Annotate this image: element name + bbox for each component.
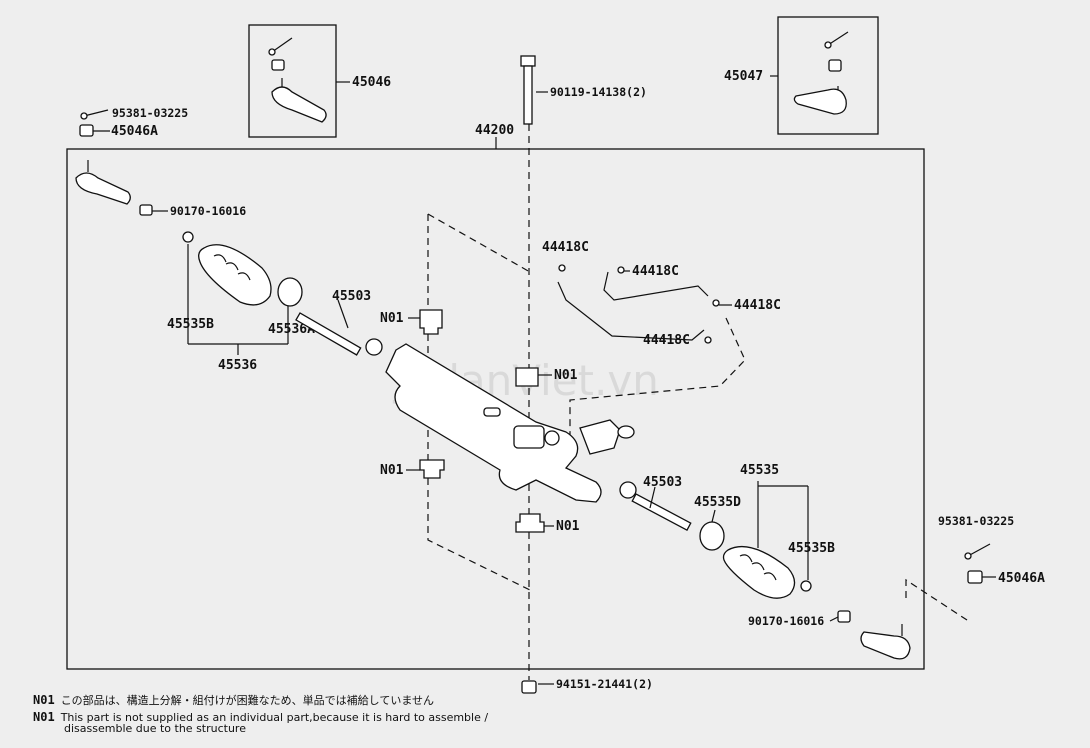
label-n01-b: N01 (554, 368, 578, 383)
label-n01-a: N01 (380, 311, 404, 326)
label-45535b-left: 45535B (167, 317, 214, 332)
tie-rod-end-right-icon (860, 624, 911, 660)
label-bolt-top: 90119-14138(2) (550, 85, 647, 99)
label-bolt-bottom: 94151-21441(2) (556, 677, 653, 691)
rack-housing-icon (385, 343, 635, 503)
cotter-pin-right-icon (964, 543, 991, 560)
note-jp: N01 この部品は、構造上分解・組付けが困難なため、単品では補給していません (33, 692, 434, 708)
mount-bushing-4-icon (515, 513, 545, 533)
label-45535: 45535 (740, 463, 779, 478)
label-45046: 45046 (352, 75, 391, 90)
tie-rod-end-45047-icon (793, 31, 849, 115)
label-44200: 44200 (475, 123, 514, 138)
tie-rod-end-45046-icon (268, 37, 327, 123)
label-90170-right: 90170-16016 (748, 614, 824, 628)
label-nut-left: 45046A (111, 124, 158, 139)
hydraulic-tubes-icon (557, 264, 720, 344)
label-45047: 45047 (724, 69, 763, 84)
label-90170-left: 90170-16016 (170, 204, 246, 218)
label-45535b-right: 45535B (788, 541, 835, 556)
boot-right-icon (699, 521, 812, 599)
cotter-pin-left-icon (80, 109, 109, 120)
tie-rod-end-left-icon (75, 160, 131, 205)
boot-left-icon (182, 231, 303, 307)
label-45503-left: 45503 (332, 289, 371, 304)
nut-90170-right-icon (837, 610, 851, 623)
label-nut-right: 45046A (998, 571, 1045, 586)
label-pin-right: 95381-03225 (938, 514, 1014, 528)
inner-tie-rod-left-icon (295, 312, 383, 356)
label-45535d: 45535D (694, 495, 741, 510)
mount-bushing-1-icon (419, 309, 443, 335)
inset-box-45047 (777, 16, 879, 135)
label-45536a: 45536A (268, 322, 315, 337)
mount-bushing-2-icon (515, 367, 539, 387)
label-45536: 45536 (218, 358, 257, 373)
note-en-code: N01 (33, 710, 55, 724)
bolt-bottom-icon (521, 680, 537, 694)
nut-90170-left-icon (139, 204, 153, 216)
note-en-2: disassemble due to the structure (64, 722, 246, 735)
note-en: N01 This part is not supplied as an indiv… (33, 710, 488, 724)
inner-tie-rod-right-icon (619, 481, 692, 532)
inset-box-45046 (248, 24, 337, 138)
label-n01-d: N01 (556, 519, 580, 534)
mount-bushing-3-icon (419, 459, 445, 479)
label-44418c-3: 44418C (734, 298, 781, 313)
note-jp-text: この部品は、構造上分解・組付けが困難なため、単品では補給していません (60, 694, 435, 707)
label-45503-right: 45503 (643, 475, 682, 490)
label-44418c-4: 44418C (643, 333, 690, 348)
nut-right-icon (967, 570, 983, 584)
note-en-line2: disassemble due to the structure (64, 722, 246, 735)
bolt-top-icon (520, 55, 536, 125)
label-44418c-1: 44418C (542, 240, 589, 255)
note-en-line1: This part is not supplied as an individu… (60, 711, 489, 724)
nut-left-icon (79, 124, 94, 137)
label-n01-c: N01 (380, 463, 404, 478)
label-pin-left: 95381-03225 (112, 106, 188, 120)
note-jp-code: N01 (33, 693, 55, 707)
label-44418c-2: 44418C (632, 264, 679, 279)
